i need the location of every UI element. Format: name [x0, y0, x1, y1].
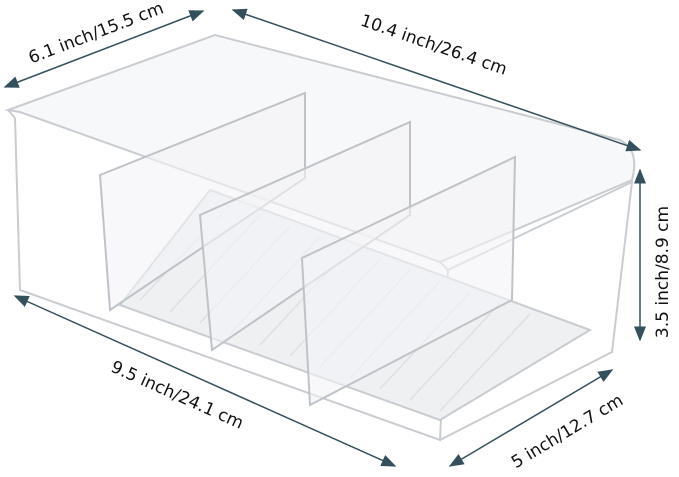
label-length-top: 10.4 inch/26.4 cm: [358, 11, 510, 80]
label-height: 3.5 inch/8.9 cm: [653, 206, 673, 338]
label-depth-bottom: 5 inch/12.7 cm: [508, 391, 627, 473]
storage-bin: [4, 33, 636, 442]
arrow-length-top: [231, 8, 642, 152]
arrow-depth-top: [3, 10, 205, 88]
arrow-depth-bottom: [448, 369, 614, 467]
dimension-arrows: [3, 8, 646, 467]
arrow-length-bottom: [13, 295, 397, 467]
label-depth-top: 6.1 inch/15.5 cm: [26, 0, 167, 68]
